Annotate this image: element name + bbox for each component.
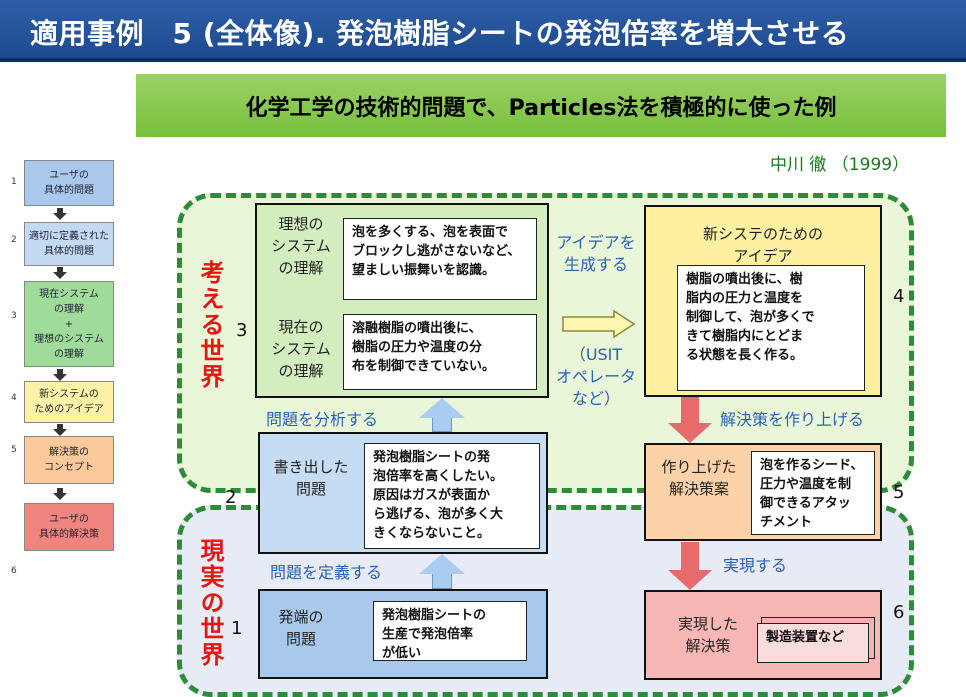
flow-arrow-down-icon [53, 208, 67, 220]
flow-step-defined-problem: 適切に定義された 具体的問題 [24, 222, 114, 266]
realized-solution-label: 実現した 解決策 [677, 615, 738, 655]
build-solution-text: 解決策を作り上げる [720, 410, 865, 429]
written-problem-label: 書き出した 問題 [273, 458, 349, 498]
flow-number-6: 6 [11, 566, 17, 576]
flow-step-system-understanding: 現在システム の理解 + 理想のシステム の理解 [24, 281, 114, 367]
flow-step-user-solution: ユーザの 具体的解決策 [24, 503, 114, 551]
down-arrow-icon [668, 542, 712, 590]
thinking-world-label: 考える世界 [196, 260, 224, 390]
ideal-system-label: 理想の システム の理解 [271, 215, 331, 277]
current-system-note: 溶融樹脂の噴出後に、 樹脂の圧力や温度の分 布を制御できていない。 [343, 314, 537, 390]
origin-problem-note: 発泡樹脂シートの 生産で発泡倍率 が低い [373, 601, 527, 661]
current-system-label: 現在の システム の理解 [271, 318, 331, 380]
title-bar [0, 0, 966, 62]
flow-step-new-idea: 新システムの ためのアイデア [24, 381, 114, 423]
up-arrow-icon [419, 398, 465, 432]
solution-concept-label: 作り上げた 解決策案 [661, 458, 737, 498]
flow-number-5: 5 [11, 445, 17, 455]
solution-concept-note: 泡を作るシード、 圧力や温度を制 御できるアタッ チメント [751, 451, 875, 535]
step-number-1: 1 [231, 618, 243, 639]
subtitle-banner: 化学工学の技術的問題で、Particles法を積極的に使った例 [136, 74, 946, 137]
step-number-5: 5 [893, 482, 905, 503]
subtitle-text: 化学工学の技術的問題で、Particles法を積極的に使った例 [245, 95, 837, 121]
flow-number-2: 2 [11, 235, 17, 245]
device-block-icon: 製造装置など [757, 623, 869, 663]
step-number-3: 3 [236, 320, 248, 341]
flow-number-4: 4 [11, 393, 17, 403]
new-idea-note: 樹脂の噴出後に、樹 脂内の圧力と温度を 制御して、泡が多くで きて樹脂内にとどま… [677, 265, 865, 391]
flow-number-3: 3 [11, 311, 17, 321]
written-problem-note: 発泡樹脂シートの発 泡倍率を高くしたい。 原因はガスが表面か ら逃げる、泡が多く… [364, 443, 540, 549]
ideal-system-note: 泡を多くする、泡を表面で ブロックし逃がさないなど、 望ましい振舞いを認識。 [343, 218, 537, 300]
flow-arrow-down-icon [53, 369, 67, 381]
usit-operator-text: （USIT オペレータ など） [555, 345, 636, 408]
generate-idea-text: アイデアを 生成する [556, 233, 636, 274]
flow-step-concept: 解決策の コンセプト [24, 436, 114, 484]
flow-step-user-problem: ユーザの 具体的問題 [24, 160, 114, 206]
define-problem-text: 問題を定義する [270, 563, 383, 582]
real-world-label: 現実の世界 [196, 538, 224, 668]
author-credit: 中川 徹 （1999） [770, 155, 910, 175]
new-idea-label: 新システのための アイデア [702, 225, 823, 265]
flow-arrow-down-icon [53, 488, 67, 500]
up-arrow-icon [419, 554, 465, 589]
down-arrow-icon [668, 397, 712, 443]
right-arrow-icon [562, 310, 636, 338]
page-title: 適用事例 5 (全体像). 発泡樹脂シートの発泡倍率を増大させる [30, 17, 850, 50]
analyze-problem-text: 問題を分析する [266, 410, 379, 429]
flow-number-1: 1 [11, 177, 17, 187]
step-number-4: 4 [893, 286, 905, 307]
step-number-2: 2 [225, 487, 237, 508]
origin-problem-label: 発端の 問題 [278, 608, 324, 648]
realize-text: 実現する [723, 556, 788, 575]
flow-arrow-down-icon [53, 267, 67, 279]
flow-arrow-down-icon [53, 424, 67, 436]
step-number-6: 6 [893, 602, 905, 623]
